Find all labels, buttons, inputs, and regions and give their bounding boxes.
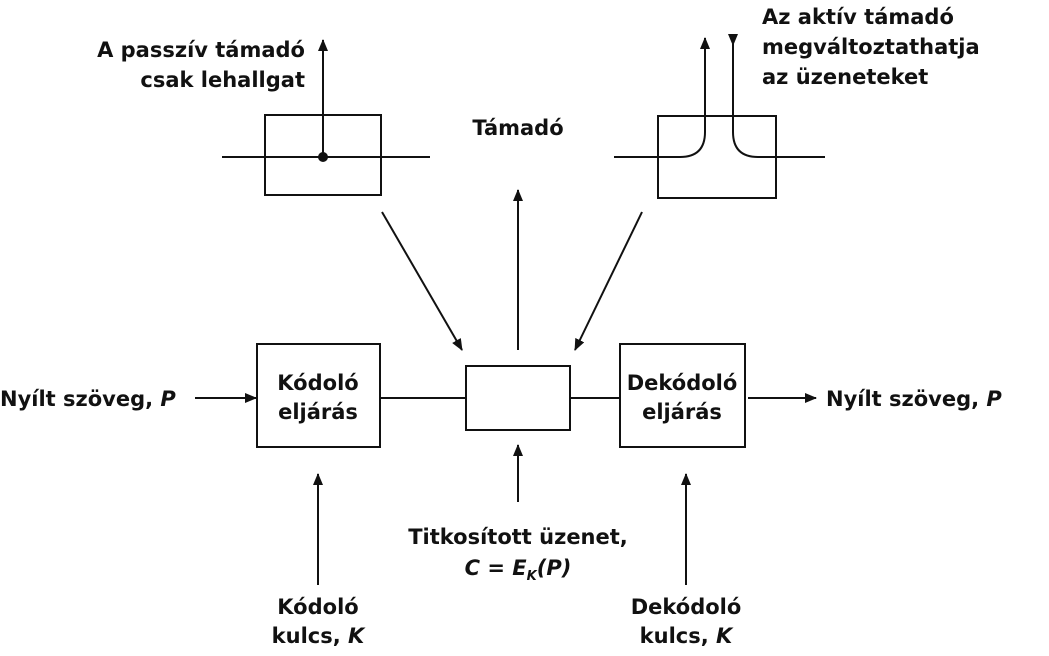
dec-key-label-2: kulcs, K [640, 624, 734, 648]
active-label-1: Az aktív támadó [762, 5, 954, 29]
enc-key-label-2: kulcs, K [272, 624, 366, 648]
decoder-box [619, 343, 746, 448]
encoder-box [256, 343, 381, 448]
ciphertext-label: Titkosított üzenet, [408, 525, 628, 549]
passive-arrow [381, 211, 463, 351]
attacker-label: Támadó [472, 116, 563, 140]
decoder-label-2: eljárás [642, 400, 722, 424]
encoder-label-2: eljárás [278, 400, 358, 424]
passive-tap [222, 39, 430, 196]
enc-key-label-1: Kódoló [277, 595, 358, 619]
encoder-label-1: Kódoló [277, 371, 358, 395]
dec-key-label-1: Dekódoló [631, 595, 742, 619]
active-label-2: megváltoztathatja [762, 35, 980, 59]
plaintext-out-label: Nyílt szöveg, P [826, 387, 1002, 411]
passive-label-1: A passzív támadó [97, 38, 305, 62]
active-label-3: az üzeneteket [762, 65, 928, 89]
ciphertext-formula: C = EK(P) [465, 556, 572, 584]
ciphertext-box [465, 365, 571, 431]
active-arrow [574, 211, 643, 351]
passive-label-2: csak lehallgat [140, 68, 305, 92]
plaintext-in-label: Nyílt szöveg, P [0, 387, 176, 411]
decoder-label-1: Dekódoló [627, 371, 738, 395]
active-tap [614, 34, 825, 199]
